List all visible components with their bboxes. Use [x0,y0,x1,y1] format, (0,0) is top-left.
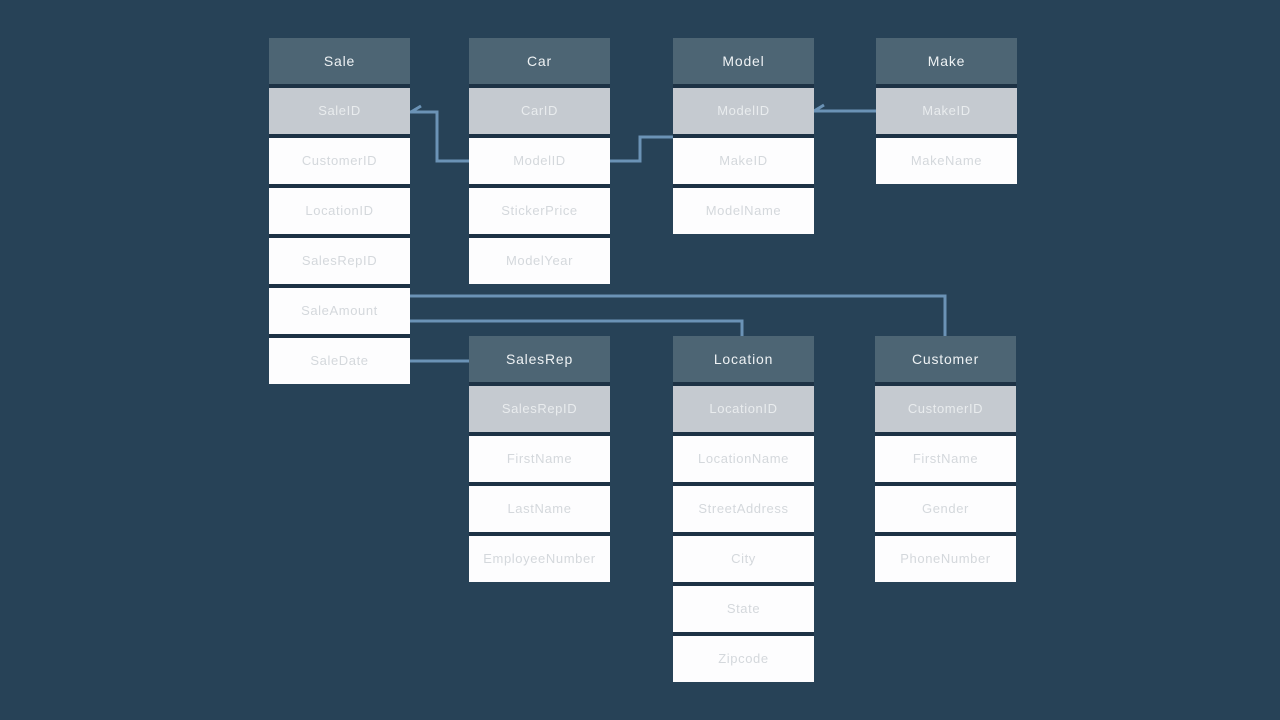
field: EmployeeNumber [469,536,610,582]
field: StreetAddress [673,486,814,532]
field: State [673,586,814,632]
table-title: SalesRep [469,336,610,382]
sale-saleid-to-car [410,110,469,163]
table-title: Sale [269,38,410,84]
field: LocationName [673,436,814,482]
field: CustomerID [269,138,410,184]
sale-to-location [410,319,744,336]
field: ModelName [673,188,814,234]
field: FirstName [469,436,610,482]
field: Gender [875,486,1016,532]
primary-key-field: LocationID [673,386,814,432]
table-title: Model [673,38,814,84]
field: FirstName [875,436,1016,482]
field: MakeName [876,138,1017,184]
field: ModelID [469,138,610,184]
primary-key-field: CarID [469,88,610,134]
table-title: Customer [875,336,1016,382]
primary-key-field: MakeID [876,88,1017,134]
primary-key-field: SaleID [269,88,410,134]
field: ModelYear [469,238,610,284]
field: StickerPrice [469,188,610,234]
table-title: Location [673,336,814,382]
field: SaleDate [269,338,410,384]
field: City [673,536,814,582]
field: Zipcode [673,636,814,682]
endpoint-tick-modelid [813,103,825,113]
field: PhoneNumber [875,536,1016,582]
table-title: Car [469,38,610,84]
field: LastName [469,486,610,532]
field: SalesRepID [269,238,410,284]
primary-key-field: CustomerID [875,386,1016,432]
endpoint-tick-saleid [410,104,422,114]
car-modelid-to-model [609,135,673,163]
table-title: Make [876,38,1017,84]
field: LocationID [269,188,410,234]
primary-key-field: ModelID [673,88,814,134]
primary-key-field: SalesRepID [469,386,610,432]
field: MakeID [673,138,814,184]
sale-to-customer [410,294,947,336]
field: SaleAmount [269,288,410,334]
